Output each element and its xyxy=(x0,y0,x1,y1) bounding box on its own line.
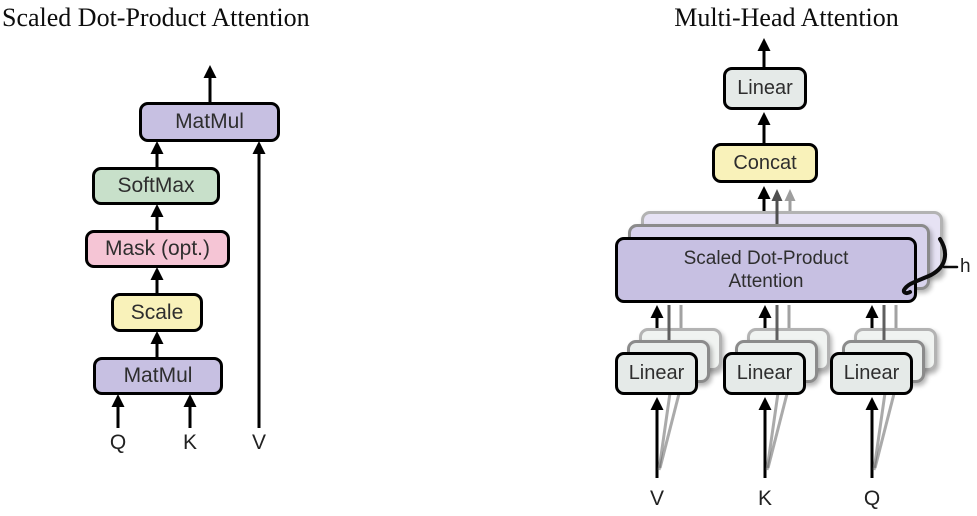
attention-box-line1: Scaled Dot-Product xyxy=(683,248,849,269)
mask-box: Mask (opt.) xyxy=(85,230,230,268)
linear-q-box: Linear xyxy=(830,352,913,395)
k-input-label-right: K xyxy=(757,487,772,510)
linear-v-box: Linear xyxy=(615,352,698,395)
matmul-bottom-box: MatMul xyxy=(93,357,223,395)
arrow-k-input-left xyxy=(183,394,197,428)
linear-k-label: Linear xyxy=(736,362,793,384)
left-diagram-title: Scaled Dot-Product Attention xyxy=(2,3,310,32)
matmul-bottom-label: MatMul xyxy=(123,364,193,387)
arrow-attention-head3-to-concat xyxy=(784,189,796,211)
concat-label: Concat xyxy=(733,151,797,174)
matmul-top-box: MatMul xyxy=(139,102,280,142)
stack-lines-light xyxy=(679,305,898,328)
scale-label: Scale xyxy=(130,300,184,324)
arrow-v-input-right xyxy=(650,397,664,478)
heads-count-label: h xyxy=(960,256,971,277)
v-input-label-left: V xyxy=(251,431,266,454)
v-input-label-right: V xyxy=(649,487,664,510)
linear-k-box: Linear xyxy=(723,352,806,395)
k-input-label-left: K xyxy=(182,431,197,454)
attention-box-label: Scaled Dot-Product Attention xyxy=(684,247,849,293)
attention-box-line2: Attention xyxy=(728,271,804,292)
arrow-mask-to-softmax xyxy=(150,204,164,230)
linear-q-label: Linear xyxy=(843,362,900,384)
output-arrow-left xyxy=(203,65,217,102)
arrow-softmax-to-matmul xyxy=(150,141,164,167)
arrow-k-input-right xyxy=(758,397,772,478)
arrow-scale-to-mask xyxy=(150,267,164,293)
softmax-label: SoftMax xyxy=(117,174,195,197)
right-diagram-title: Multi-Head Attention xyxy=(674,3,899,32)
matmul-top-label: MatMul xyxy=(175,110,244,133)
linear-output-box: Linear xyxy=(723,67,807,110)
output-arrow-right xyxy=(757,38,771,67)
linear-v-label: Linear xyxy=(628,362,685,384)
arrow-q-input-right xyxy=(865,397,879,478)
input-fan-lines xyxy=(657,381,899,471)
softmax-box: SoftMax xyxy=(92,167,220,205)
mask-label: Mask (opt.) xyxy=(104,237,211,260)
arrow-concat-to-linear xyxy=(757,112,771,143)
arrow-matmul-to-scale xyxy=(150,331,164,357)
scale-box: Scale xyxy=(111,293,203,332)
scaled-dot-product-attention-box: Scaled Dot-Product Attention xyxy=(615,237,917,303)
linear-output-label: Linear xyxy=(737,77,793,99)
q-input-label-right: Q xyxy=(863,487,881,510)
arrow-q-input-left xyxy=(111,394,125,428)
concat-box: Concat xyxy=(712,143,818,183)
arrow-v-input-left xyxy=(252,141,266,428)
q-input-label-left: Q xyxy=(109,431,127,454)
